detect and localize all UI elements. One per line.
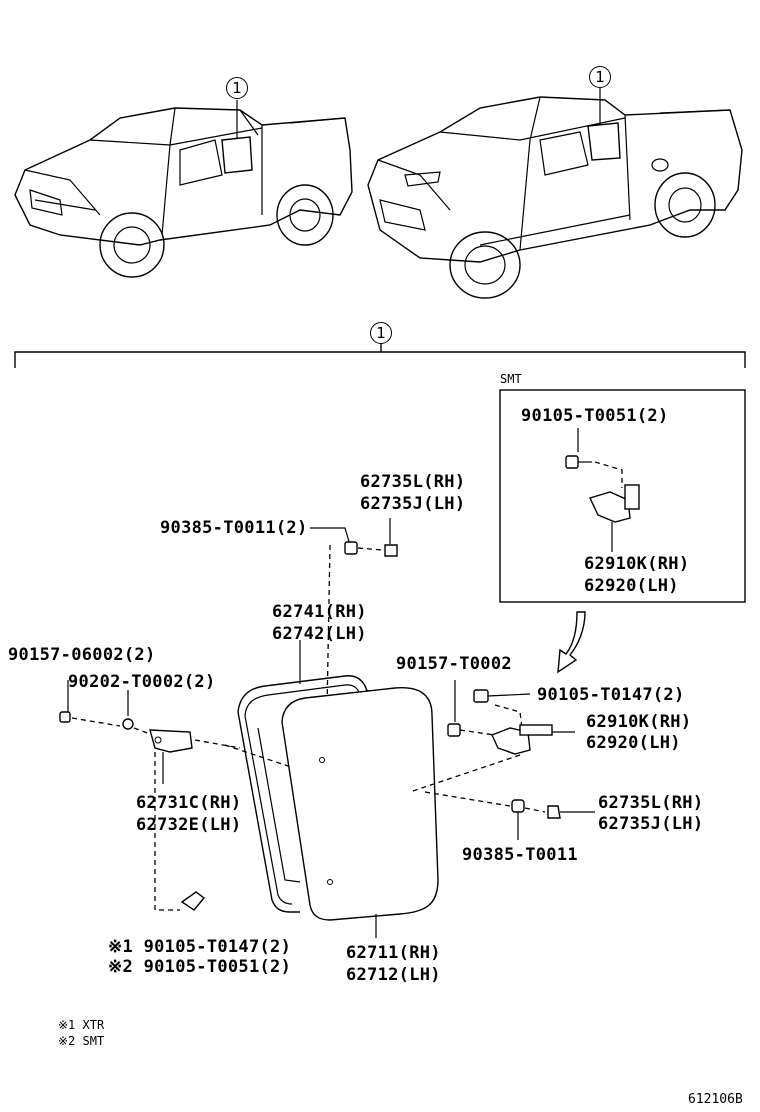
latch-assembly <box>59 680 241 911</box>
part-label-62735j-top: 62735J(LH) <box>360 494 466 514</box>
part-label-90105-t0147-xtr: ※1 90105-T0147(2) <box>108 937 292 957</box>
part-label-62741: 62741(RH) <box>272 602 367 622</box>
part-label-62731c: 62731C(RH) <box>136 793 242 813</box>
right-clip-nut <box>424 791 595 840</box>
truck-illustration-smt <box>367 88 743 299</box>
right-hinge-assembly <box>409 680 575 793</box>
note-smt: ※2 SMT <box>58 1034 105 1048</box>
assembly-bracket <box>14 351 746 368</box>
part-label-62920-smt: 62920(LH) <box>584 576 679 596</box>
part-label-90157-t0002: 90157-T0002 <box>396 654 512 674</box>
figure-id: 612106B <box>688 1092 743 1107</box>
part-label-90385-t0011-top: 90385-T0011(2) <box>160 518 308 538</box>
truck-illustration-xtr <box>14 100 353 278</box>
part-label-90385-t0011-right: 90385-T0011 <box>462 845 578 865</box>
smt-hinge-detail <box>565 428 640 552</box>
part-label-62735l-right: 62735L(RH) <box>598 793 704 813</box>
part-label-90202-t0002: 90202-T0002(2) <box>68 672 216 692</box>
part-label-62735j-right: 62735J(LH) <box>598 814 704 834</box>
part-label-62711: 62711(RH) <box>346 943 441 963</box>
part-label-90105-t0051-smt: ※2 90105-T0051(2) <box>108 957 292 977</box>
part-label-62910k-smt: 62910K(RH) <box>584 554 690 574</box>
part-label-90105-t0147: 90105-T0147(2) <box>537 685 685 705</box>
callout-1-truck-a: 1 <box>226 77 248 99</box>
smt-box-title: SMT <box>500 372 522 386</box>
part-label-62742: 62742(LH) <box>272 624 367 644</box>
part-label-62732e: 62732E(LH) <box>136 815 242 835</box>
quarter-glass-panel <box>281 687 439 938</box>
detail-arrow <box>557 611 586 674</box>
part-label-90105-t0051-box: 90105-T0051(2) <box>521 406 669 426</box>
callout-1-assembly: 1 <box>370 322 392 344</box>
note-xtr: ※1 XTR <box>58 1018 105 1032</box>
part-label-62735l-top: 62735L(RH) <box>360 472 466 492</box>
part-label-62910k: 62910K(RH) <box>586 712 692 732</box>
smt-detail-box <box>499 389 746 603</box>
callout-1-truck-b: 1 <box>589 66 611 88</box>
part-label-62712: 62712(LH) <box>346 965 441 985</box>
part-label-90157-06002: 90157-06002(2) <box>8 645 156 665</box>
part-label-62920: 62920(LH) <box>586 733 681 753</box>
